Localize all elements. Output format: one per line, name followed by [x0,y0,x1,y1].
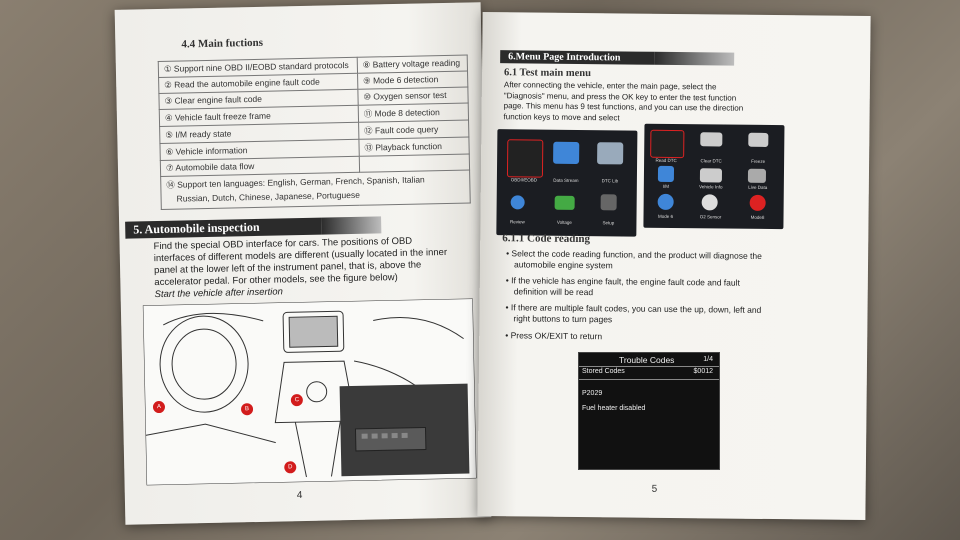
screen2-label: Freeze [751,158,766,164]
menu-intro-title: 6.Menu Page Introduction [500,50,735,66]
voltage-icon [554,195,575,210]
main-functions-title: 4.4 Main fuctions [181,36,264,51]
left-page: 4.4 Main fuctions ① Support nine OBD II/… [114,2,492,525]
inspection-title: 5. Automobile inspection [125,216,382,239]
screen1-label: Data Stream [553,177,579,183]
screen1-label: Voltage [556,219,572,225]
data-stream-icon [553,141,580,165]
clear-dtc-icon [700,132,723,147]
screen1-label: Setup [602,220,615,226]
screen2-label: Mode 6 [657,213,674,219]
setup-icon [600,194,617,211]
mode8-icon [749,194,766,211]
im-icon [657,165,675,182]
page-number-right: 5 [651,483,658,495]
languages-line-2: Russian, Dutch, Chinese, Japanese, Portu… [176,189,361,204]
trouble-codes-header: Trouble Codes 1/4 [579,353,719,366]
bullet-item: • Press OK/EXIT to return [505,330,603,342]
test-menu-text: After connecting the vehicle, enter the … [503,80,793,125]
code-reading-title: 6.1.1 Code reading [502,232,591,246]
screen2-label: O2 Sensor [699,214,722,220]
live-data-icon [747,168,767,183]
screen2-label: Live Data [748,184,768,190]
diagnosis-menu-screen: OBDII/EOBD Data Stream DTC Lib Review Vo… [496,129,638,237]
screen2-label: Mode8 [750,214,765,220]
screen2-label: I/M [662,183,669,189]
inspection-text: Find the special OBD interface for cars.… [153,234,474,301]
review-icon [510,195,525,210]
screen1-label: OBDII/EOBD [510,177,538,183]
bullet-item: • If the vehicle has engine fault, the e… [506,275,806,300]
vehicle-info-icon [699,168,723,183]
stored-codes-label: Stored Codes [582,368,625,375]
screen1-label: Review [510,219,525,225]
read-dtc-icon [650,129,685,159]
bullet-text: definition will be read [513,286,594,298]
freeze-icon [748,132,769,147]
bullet-item: • If there are multiple fault codes, you… [505,302,805,327]
page-number-left: 4 [296,490,303,502]
stored-codes-row: Stored Codes $0012 [579,366,719,380]
trouble-code-description: Fuel heater disabled [582,405,646,412]
inspection-title-text: 5. Automobile inspection [133,219,260,237]
trouble-codes-title: Trouble Codes [619,355,675,365]
mode6-icon [657,193,674,210]
dtc-lib-icon [597,142,624,165]
car-interior-illustration [142,298,477,486]
screen2-label: Read DTC [655,157,677,164]
bullet-item: • Select the code reading function, and … [506,248,806,273]
trouble-codes-screen: Trouble Codes 1/4 Stored Codes $0012 P20… [578,352,720,470]
test-menu-title: 6.1 Test main menu [503,67,592,80]
bullet-text: Press OK/EXIT to return [510,330,603,342]
screen2-label: Vehicle Info [699,184,723,190]
functions-table: ① Support nine OBD II/EOBD standard prot… [158,55,471,210]
trouble-codes-page: 1/4 [703,356,713,363]
stored-codes-value: $0012 [693,368,713,375]
screen1-label: DTC Lib [601,178,619,184]
trouble-code: P2029 [582,390,603,397]
test-functions-screen: Read DTC Clear DTC Freeze I/M Vehicle In… [643,123,785,230]
obd-eobd-icon [506,139,544,178]
screen2-label: Clear DTC [700,158,722,164]
menu-intro-title-text: 6.Menu Page Introduction [508,51,621,64]
o2-sensor-icon [701,194,718,211]
